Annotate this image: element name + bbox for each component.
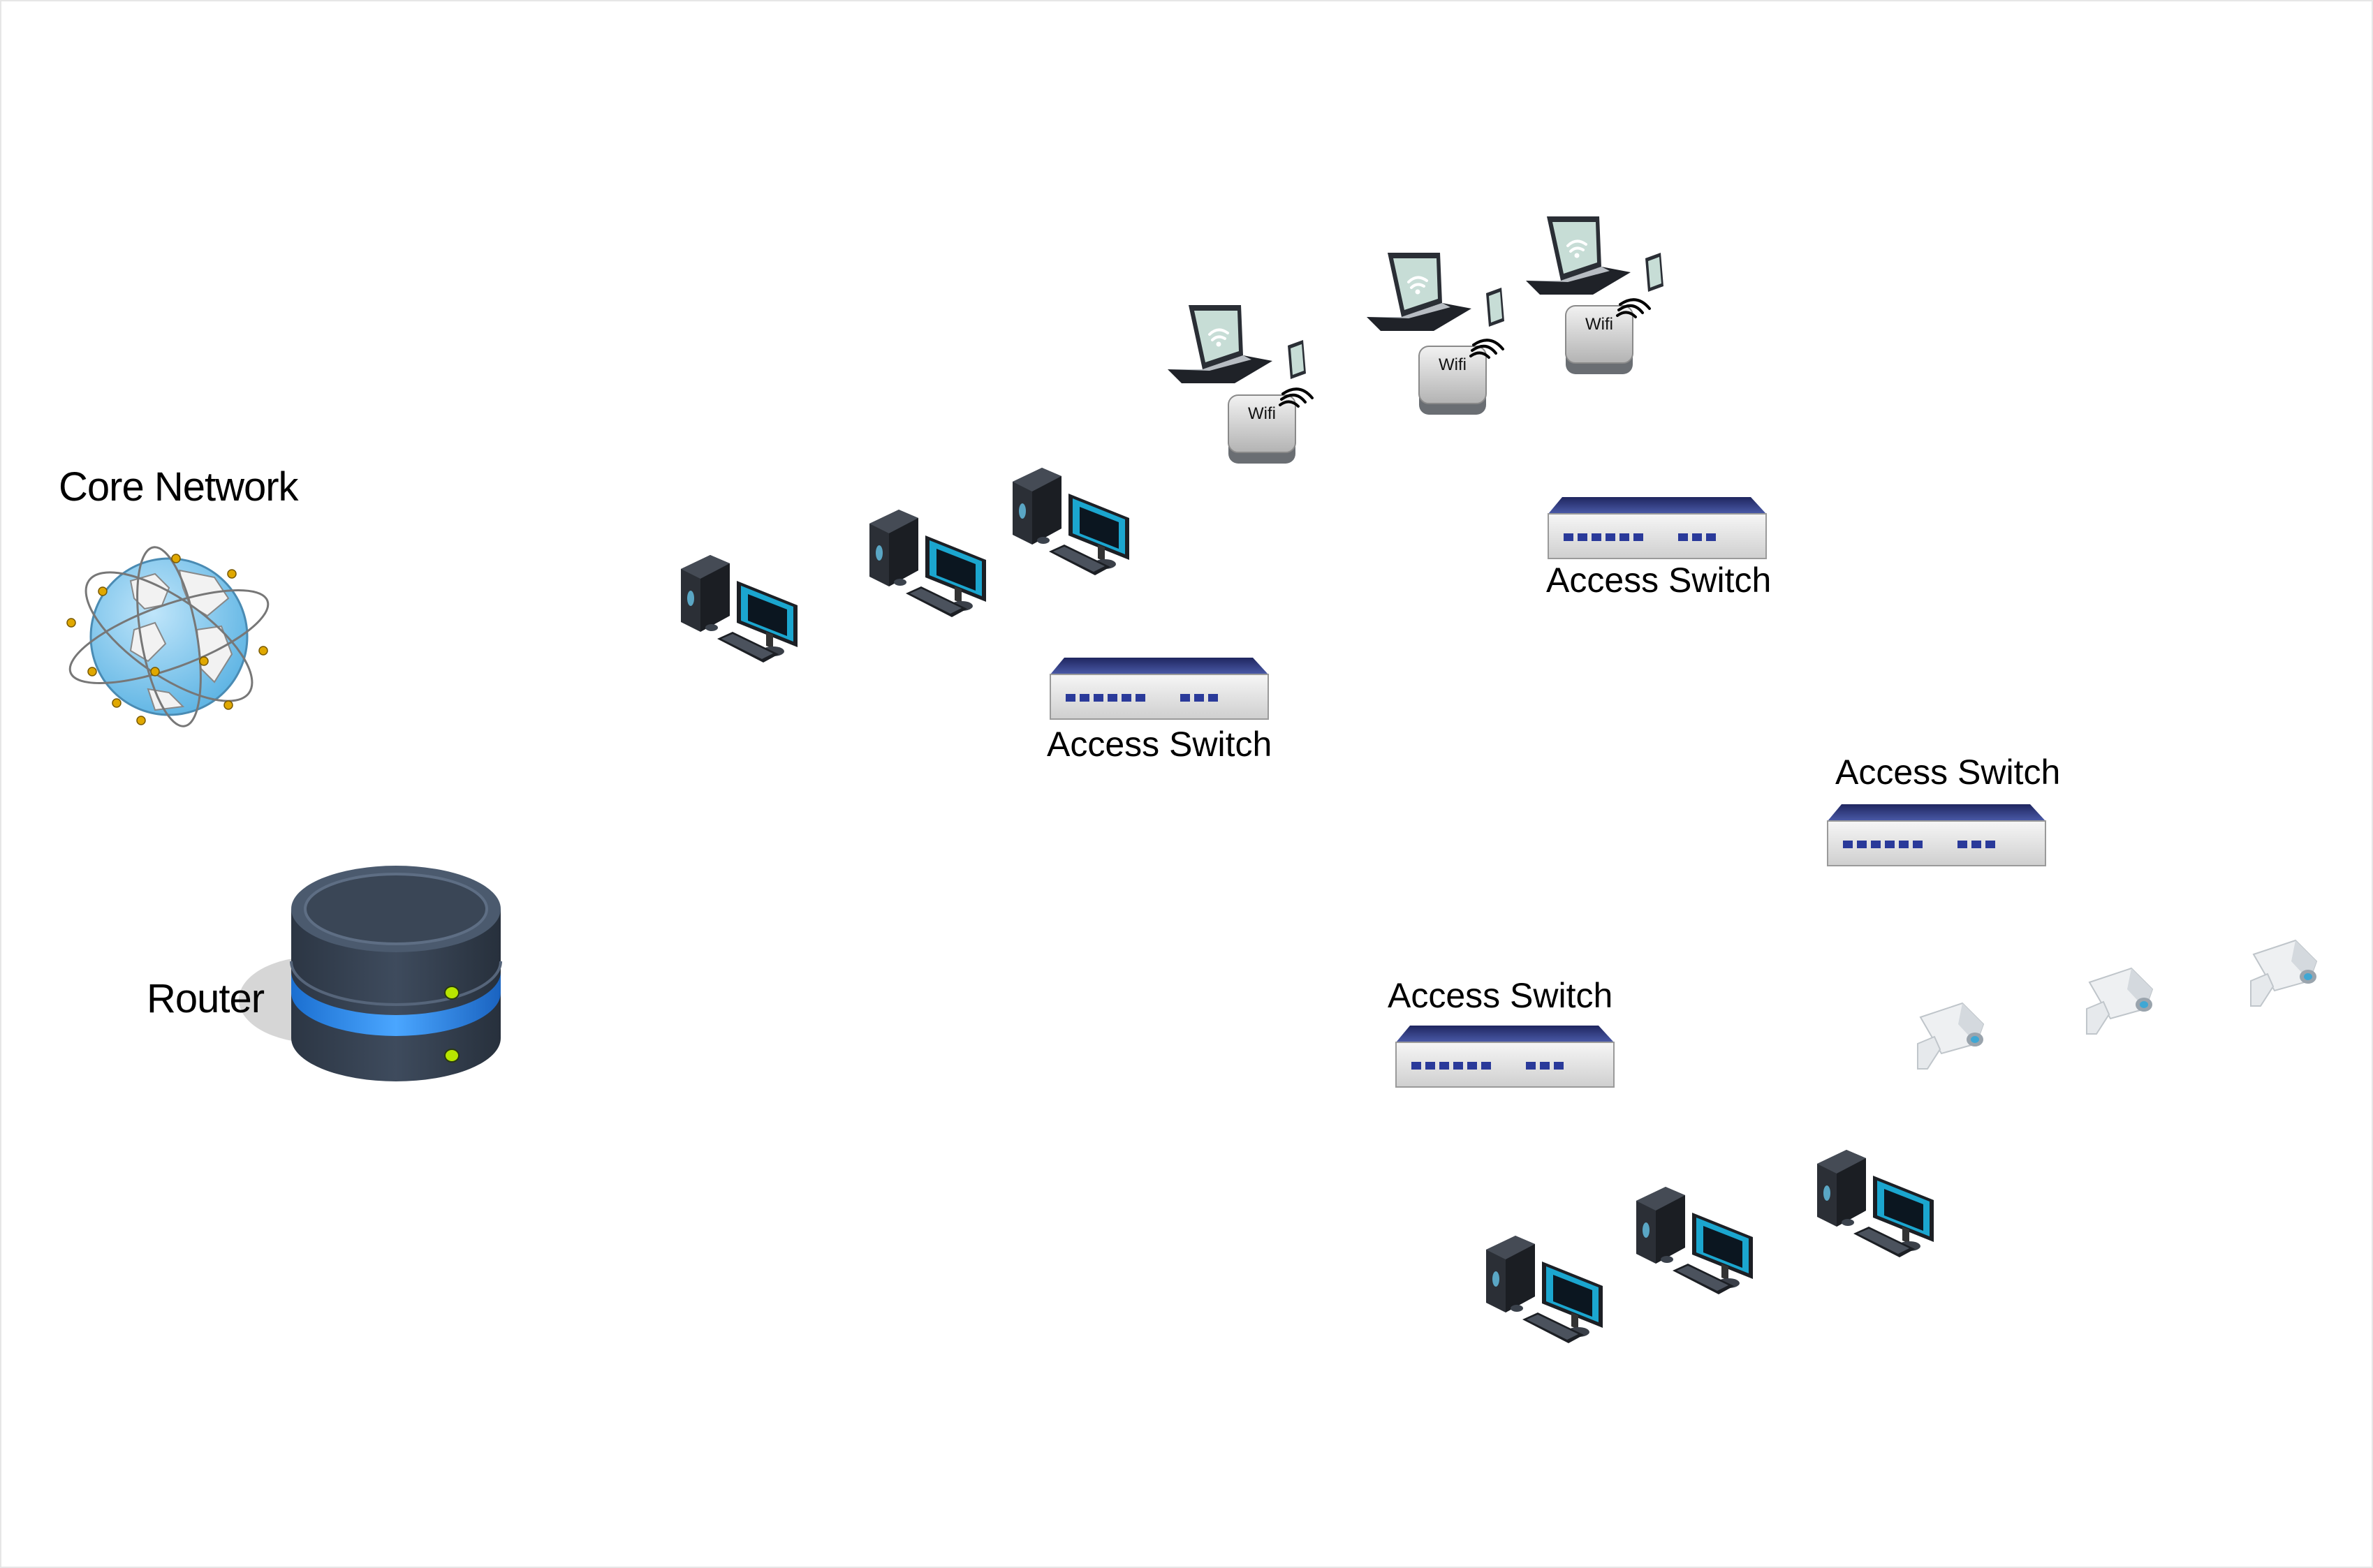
smartphone-icon[interactable] [1285,340,1309,382]
security-camera-icon[interactable] [2247,939,2323,1007]
access-switch-icon[interactable] [1826,803,2047,867]
laptop-icon[interactable] [1168,305,1286,389]
access-switch-label: Access Switch [1388,976,1613,1015]
access-point-label: Wifi [1248,404,1276,423]
access-switch-icon[interactable] [1547,496,1768,560]
core-network-label: Core Network [59,464,299,510]
access-switch-icon[interactable] [1395,1024,1615,1088]
access-switch-label: Access Switch [1047,725,1272,764]
wifi-access-point-icon[interactable]: Wifi [1564,295,1652,382]
access-switch-label: Access Switch [1835,753,2061,792]
smartphone-icon[interactable] [1483,288,1507,330]
globe-network-icon [64,539,274,727]
desktop-computer-icon[interactable] [675,549,805,668]
access-switch-label: Access Switch [1546,561,1772,600]
laptop-icon[interactable] [1526,216,1645,300]
access-point-label: Wifi [1585,315,1613,334]
desktop-computer-icon[interactable] [864,504,993,623]
access-switch-icon[interactable] [1049,656,1270,720]
router-icon[interactable] [288,857,504,1087]
desktop-computer-icon[interactable] [1631,1181,1760,1300]
wifi-access-point-icon[interactable]: Wifi [1418,335,1505,422]
access-point-label: Wifi [1439,355,1467,374]
router-label: Router [147,976,265,1021]
wifi-access-point-icon[interactable]: Wifi [1227,384,1314,471]
desktop-computer-icon[interactable] [1812,1144,1941,1263]
desktop-computer-icon[interactable] [1481,1230,1610,1349]
smartphone-icon[interactable] [1643,253,1666,295]
laptop-icon[interactable] [1367,253,1485,336]
desktop-computer-icon[interactable] [1007,462,1136,581]
security-camera-icon[interactable] [1913,1002,1990,1070]
security-camera-icon[interactable] [2082,967,2159,1035]
